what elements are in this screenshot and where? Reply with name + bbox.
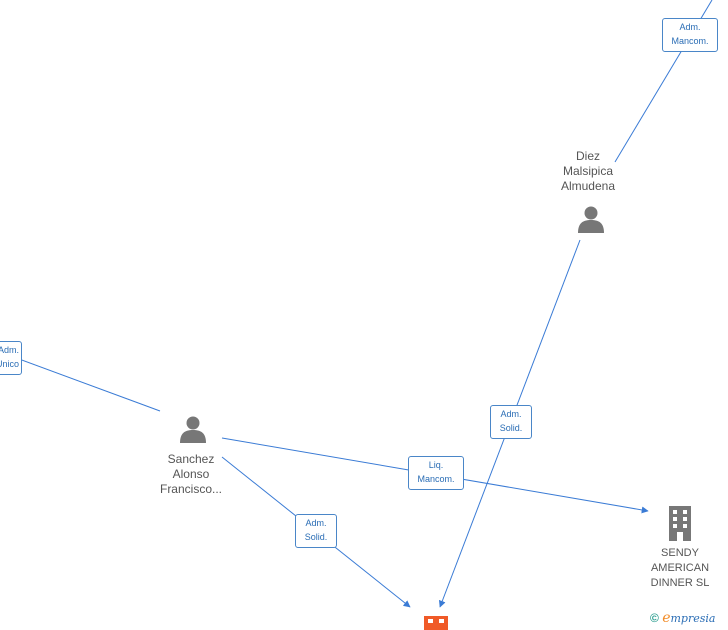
building-icon[interactable] bbox=[665, 505, 695, 541]
node-label-sanchez[interactable]: Sanchez Alonso Francisco... bbox=[136, 452, 246, 497]
edge-diez-target-line1: Adm. bbox=[500, 409, 522, 419]
edge-line-left bbox=[0, 351, 161, 412]
copyright-symbol: © bbox=[650, 611, 659, 625]
node-label-sendy[interactable]: SENDY AMERICAN DINNER SL bbox=[625, 546, 728, 591]
node-sanchez-line1: Sanchez bbox=[167, 452, 215, 466]
node-diez-line3: Almudena bbox=[560, 179, 616, 193]
edge-sanchez-sendy-line2: Mancom. bbox=[417, 474, 455, 484]
empresia-logo: © empresia bbox=[650, 610, 715, 626]
edge-label-sanchez-sendy[interactable]: Liq. Mancom. bbox=[408, 456, 464, 490]
brand-e: e bbox=[662, 610, 671, 626]
edge-sanchez-sendy-line1: Liq. bbox=[428, 460, 444, 470]
edge-label-left[interactable]: Adm. Unico bbox=[0, 341, 22, 375]
edge-diez-target-line2: Solid. bbox=[499, 423, 523, 433]
edge-label-top[interactable]: Adm. Mancom. bbox=[662, 18, 718, 52]
person-icon[interactable] bbox=[178, 414, 208, 444]
company-target-icon[interactable] bbox=[423, 614, 449, 630]
edge-label-diez-target[interactable]: Adm. Solid. bbox=[490, 405, 532, 439]
brand-rest: mpresia bbox=[670, 612, 716, 625]
edge-left-line1: Adm. bbox=[0, 345, 19, 355]
node-diez-line1: Diez bbox=[575, 149, 600, 163]
node-sanchez-line2: Alonso bbox=[172, 467, 210, 481]
node-diez-line2: Malsipica bbox=[562, 164, 613, 178]
node-sendy-line1: SENDY bbox=[661, 547, 699, 559]
edge-sanchez-target-line2: Solid. bbox=[304, 532, 328, 542]
person-icon[interactable] bbox=[576, 204, 606, 234]
edge-label-sanchez-target[interactable]: Adm. Solid. bbox=[295, 514, 337, 548]
edge-left-line2: Unico bbox=[0, 359, 19, 369]
node-label-diez[interactable]: Diez Malsipica Almudena bbox=[533, 149, 643, 194]
edge-top-line1: Adm. bbox=[679, 22, 701, 32]
node-sendy-line2: AMERICAN bbox=[650, 562, 710, 574]
edge-top-line2: Mancom. bbox=[671, 36, 709, 46]
node-sanchez-line3: Francisco... bbox=[159, 482, 222, 496]
edge-sanchez-target-line1: Adm. bbox=[305, 518, 327, 528]
node-sendy-line3: DINNER SL bbox=[650, 577, 710, 589]
